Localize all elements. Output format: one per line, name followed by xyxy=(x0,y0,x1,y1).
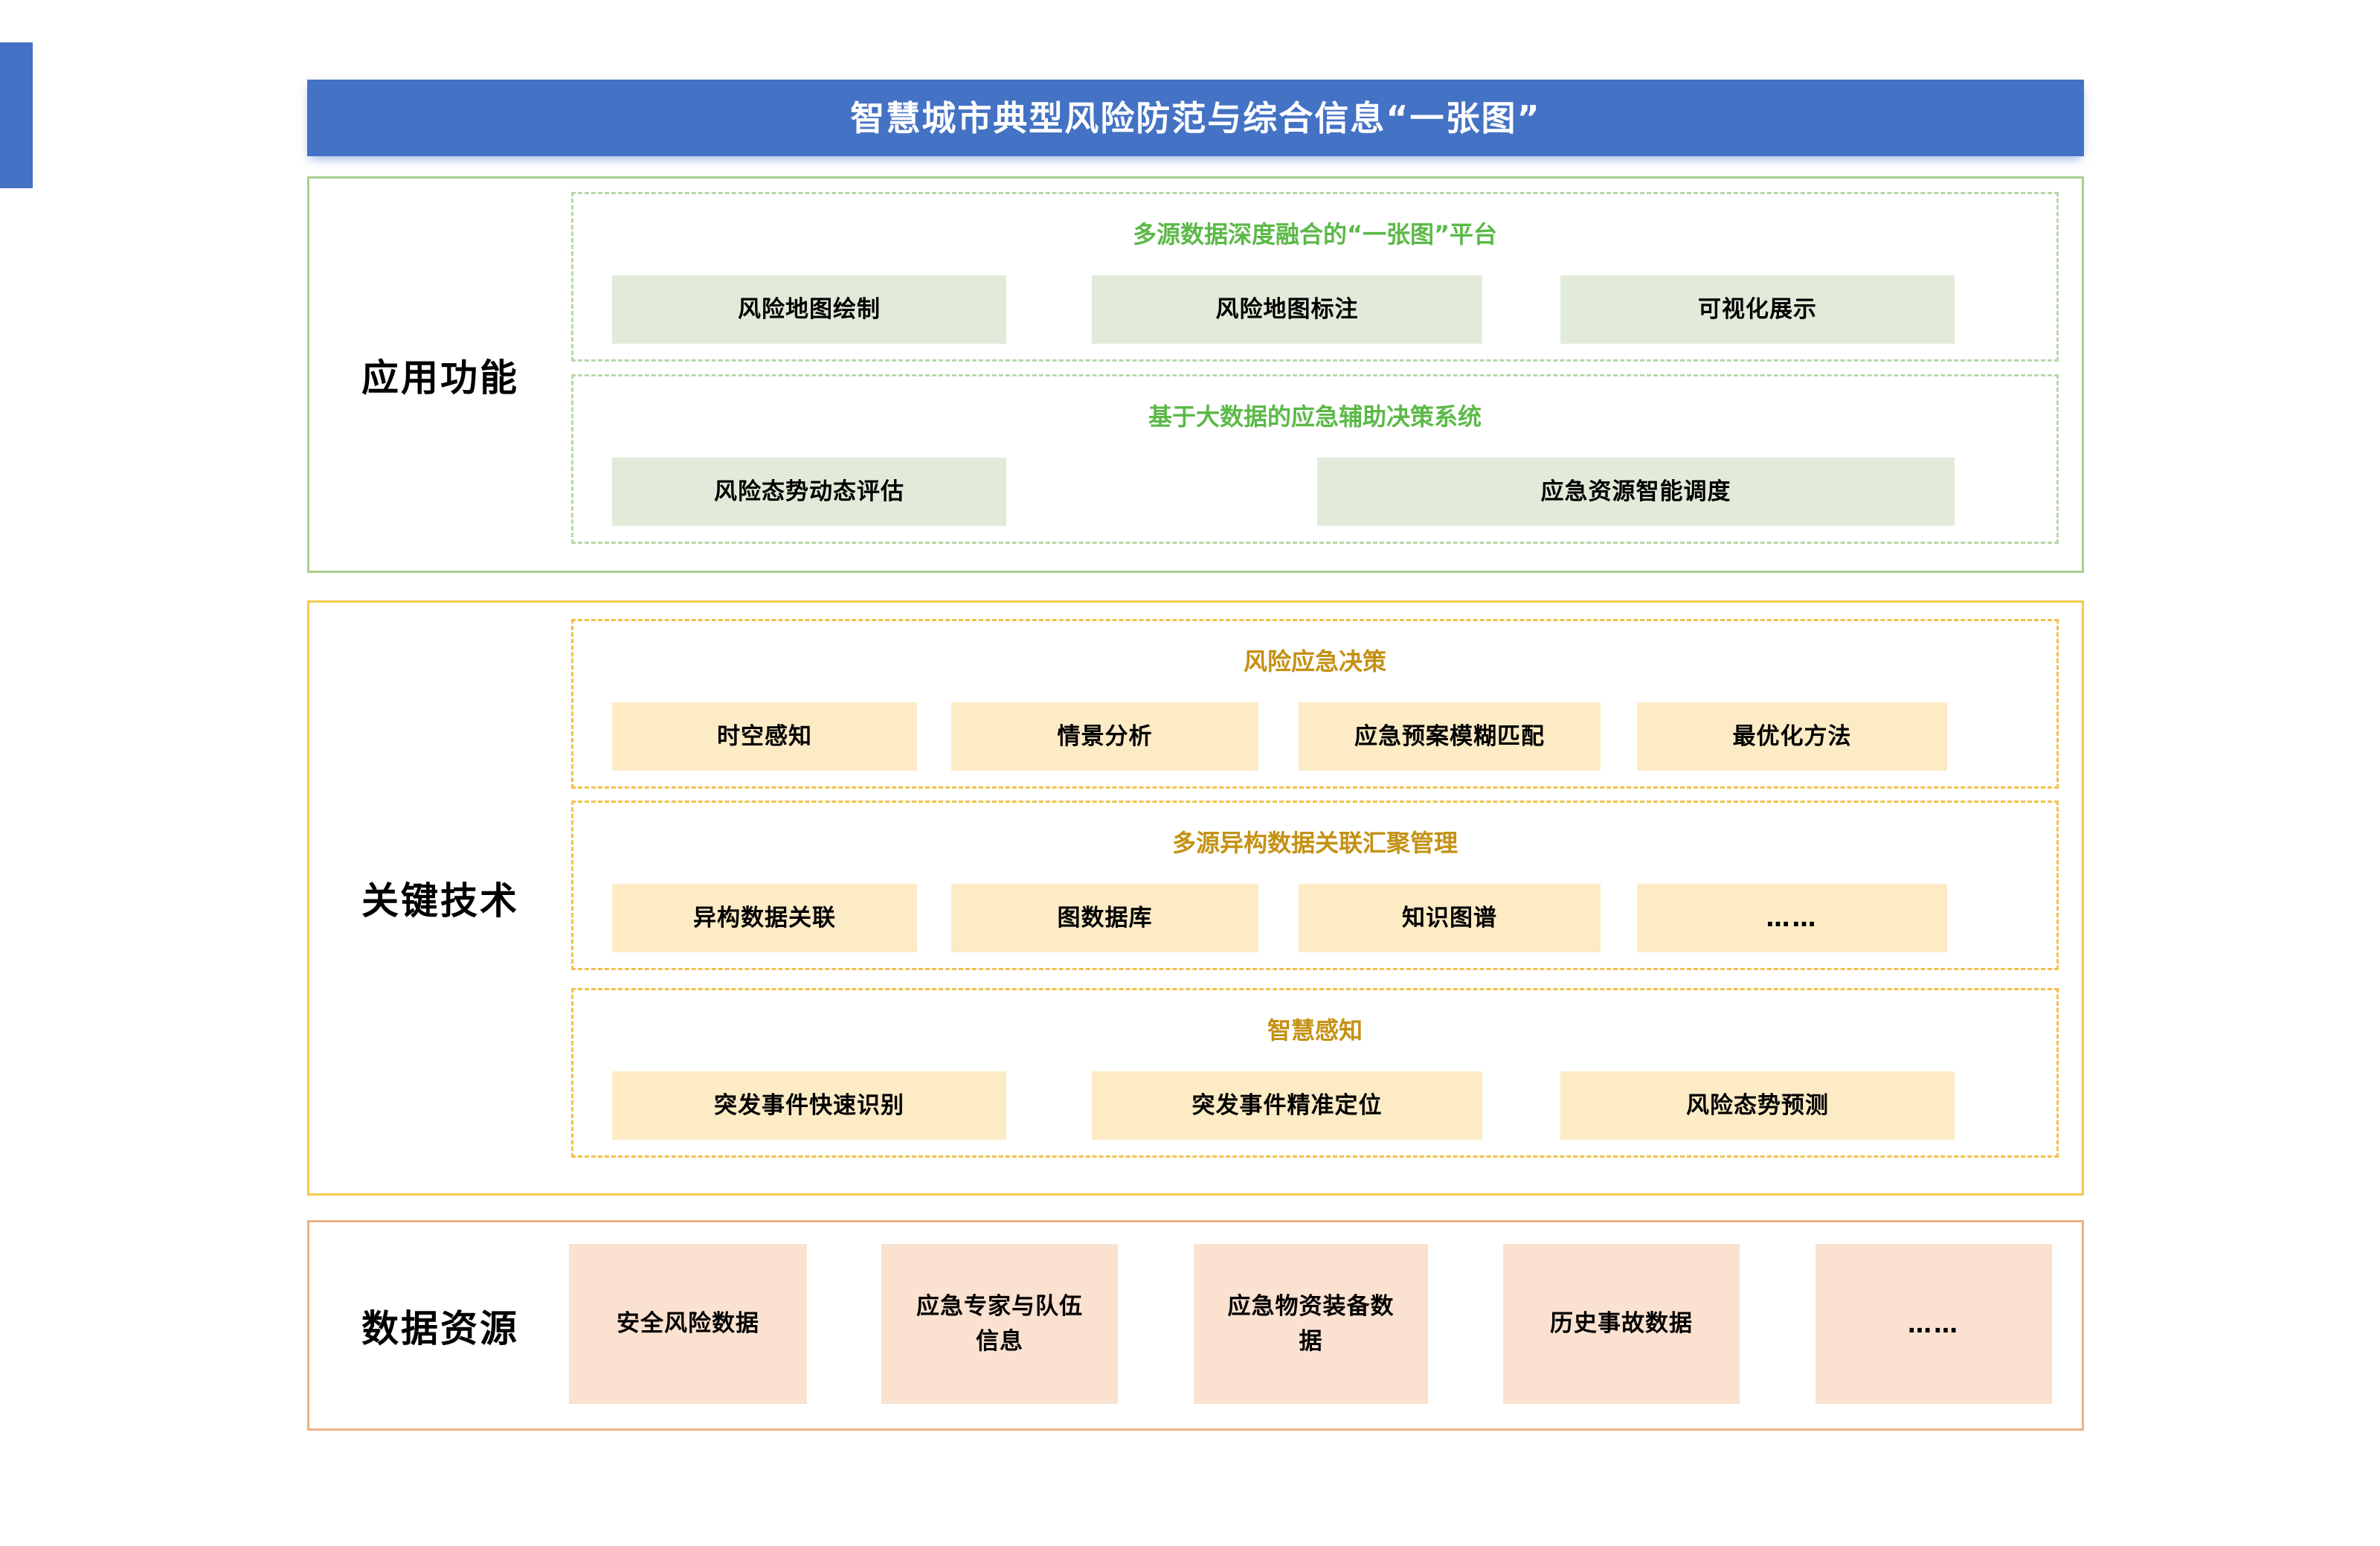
chip-emergency-resource-smart-dispatch[interactable]: 应急资源智能调度 xyxy=(1317,458,1955,526)
chip-more-technologies[interactable]: …… xyxy=(1637,884,1947,952)
section-label-data-resources: 数据资源 xyxy=(361,1306,519,1350)
chip-knowledge-graph[interactable]: 知识图谱 xyxy=(1299,884,1601,952)
chip-more-data-resources[interactable]: …… xyxy=(1815,1244,2052,1404)
chip-risk-situation-prediction[interactable]: 风险态势预测 xyxy=(1560,1071,1955,1140)
chip-emergency-event-precise-positioning[interactable]: 突发事件精准定位 xyxy=(1092,1071,1482,1140)
chip-visualization-display[interactable]: 可视化展示 xyxy=(1560,275,1955,344)
group-big-data-emergency-decision-system: 基于大数据的应急辅助决策系统 风险态势动态评估 应急资源智能调度 xyxy=(571,374,2059,544)
chip-historical-accident-data[interactable]: 历史事故数据 xyxy=(1503,1244,1740,1404)
chip-emergency-supplies-equipment-data[interactable]: 应急物资装备数据 xyxy=(1194,1244,1428,1404)
section-application-functions: 应用功能 多源数据深度融合的“一张图”平台 风险地图绘制 风险地图标注 可视化展… xyxy=(307,176,2084,573)
section-data-resources: 数据资源 安全风险数据 应急专家与队伍信息 应急物资装备数据 历史事故数据 …… xyxy=(307,1220,2084,1431)
page-title: 智慧城市典型风险防范与综合信息“一张图” xyxy=(850,97,1541,138)
left-accent-bar xyxy=(0,42,33,188)
chip-spatiotemporal-sensing[interactable]: 时空感知 xyxy=(612,702,917,771)
group-risk-emergency-decision: 风险应急决策 时空感知 情景分析 应急预案模糊匹配 最优化方法 xyxy=(571,619,2059,789)
group-smart-sensing: 智慧感知 突发事件快速识别 突发事件精准定位 风险态势预测 xyxy=(571,988,2059,1158)
chip-risk-map-drawing[interactable]: 风险地图绘制 xyxy=(612,275,1006,344)
group-heading-risk-emergency-decision: 风险应急决策 xyxy=(1243,647,1386,676)
chip-emergency-experts-and-team-info[interactable]: 应急专家与队伍信息 xyxy=(881,1244,1118,1404)
chip-risk-map-annotation[interactable]: 风险地图标注 xyxy=(1092,275,1482,344)
section-label-key-technologies: 关键技术 xyxy=(361,879,519,923)
group-one-map-platform: 多源数据深度融合的“一张图”平台 风险地图绘制 风险地图标注 可视化展示 xyxy=(571,192,2059,362)
group-multi-source-heterogeneous-data: 多源异构数据关联汇聚管理 异构数据关联 图数据库 知识图谱 …… xyxy=(571,801,2059,970)
chip-graph-database[interactable]: 图数据库 xyxy=(951,884,1258,952)
group-heading-multi-source-heterogeneous-data: 多源异构数据关联汇聚管理 xyxy=(1171,829,1458,857)
chip-optimization-method[interactable]: 最优化方法 xyxy=(1637,702,1947,771)
chip-emergency-event-rapid-identification[interactable]: 突发事件快速识别 xyxy=(612,1071,1006,1140)
chip-emergency-plan-fuzzy-matching[interactable]: 应急预案模糊匹配 xyxy=(1299,702,1601,771)
group-heading-smart-sensing: 智慧感知 xyxy=(1267,1016,1363,1045)
slide-title-bar: 智慧城市典型风险防范与综合信息“一张图” xyxy=(307,80,2084,156)
chip-scenario-analysis[interactable]: 情景分析 xyxy=(951,702,1258,771)
chip-risk-situation-dynamic-assessment[interactable]: 风险态势动态评估 xyxy=(612,458,1006,526)
section-key-technologies: 关键技术 风险应急决策 时空感知 情景分析 应急预案模糊匹配 最优化方法 多源异… xyxy=(307,600,2084,1196)
group-heading-big-data-emergency-decision-system: 基于大数据的应急辅助决策系统 xyxy=(1148,402,1482,431)
section-label-application-functions: 应用功能 xyxy=(361,356,519,400)
chip-heterogeneous-data-association[interactable]: 异构数据关联 xyxy=(612,884,917,952)
group-heading-one-map-platform: 多源数据深度融合的“一张图”平台 xyxy=(1132,220,1498,248)
chip-safety-risk-data[interactable]: 安全风险数据 xyxy=(569,1244,807,1404)
